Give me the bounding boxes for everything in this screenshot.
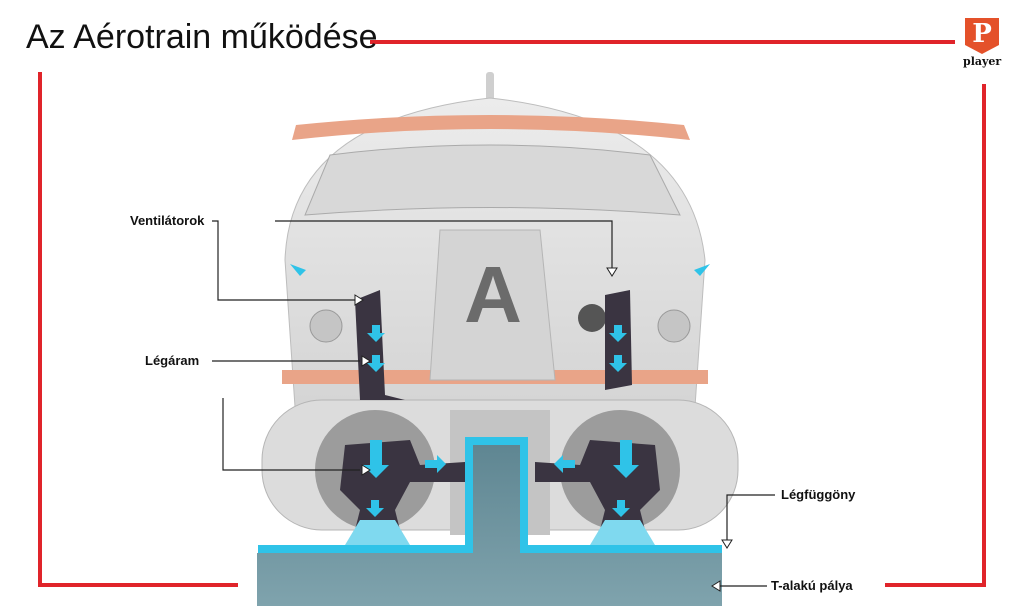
leader-lines <box>212 220 775 587</box>
label-track: T-alakú pálya <box>771 578 853 593</box>
label-fans: Ventilátorok <box>130 213 205 228</box>
logo-badge: P <box>965 18 999 54</box>
train-emblem: A <box>464 250 522 339</box>
label-airflow: Légáram <box>145 353 200 368</box>
airflow-arrows <box>290 264 710 517</box>
logo-wordmark: player <box>963 55 1002 68</box>
red-frame <box>38 40 986 587</box>
t-shaped-track <box>257 445 722 606</box>
player-logo: P player <box>963 18 1001 68</box>
page-title: Az Aérotrain működése <box>26 18 378 56</box>
label-air-curtain: Légfüggöny <box>781 487 856 502</box>
